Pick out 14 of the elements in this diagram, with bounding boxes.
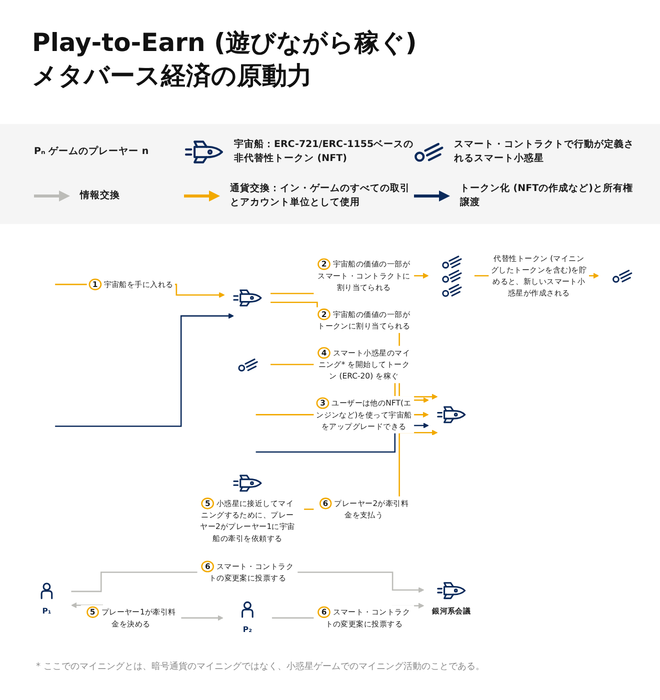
legend-text: 通貨交換：イン・ゲームのすべての取引とアカウント単位として使用 — [230, 182, 410, 210]
title: Play-to-Earn (遊びながら稼ぐ)メタバース経済の原動力 — [32, 27, 418, 92]
legend-text: 宇宙船：ERC-721/ERC-1155ベースの非代替性トークン (NFT) — [234, 138, 414, 166]
rocket-icon — [437, 406, 466, 423]
comet-icon — [612, 269, 632, 282]
legend-text: スマート・コントラクトで行動が定義されるスマート小惑星 — [454, 138, 634, 166]
comet-icon — [238, 358, 258, 372]
arrow — [55, 312, 234, 426]
legend-text: Pₙ ゲームのプレーヤー n — [34, 145, 149, 159]
legend-text: トークン化 (NFTの作成など)と所有権譲渡 — [460, 182, 634, 210]
footnote: * ここでのマイニングとは、暗号通貨のマイニングではなく、小惑星ゲームでのマイニング活動のことである。 — [36, 661, 486, 674]
comets-icon — [442, 255, 462, 296]
legend-text: 情報交換 — [80, 189, 120, 203]
rocket-icon — [233, 288, 262, 306]
